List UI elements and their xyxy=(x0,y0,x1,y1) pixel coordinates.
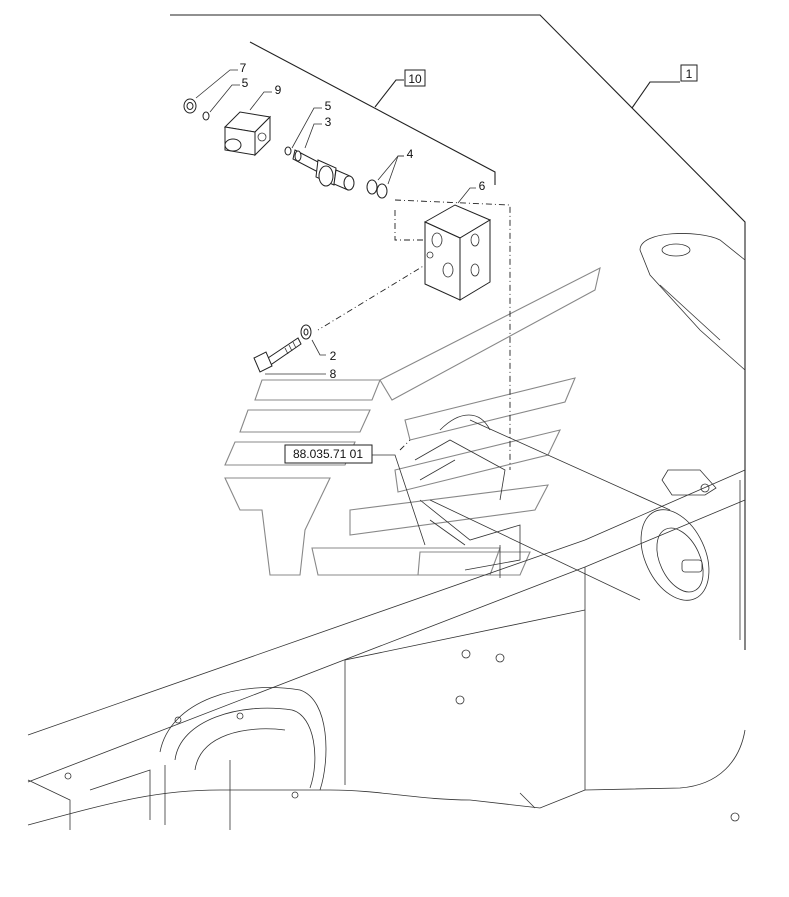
callout-leaders xyxy=(195,69,476,546)
assembly-centerlines xyxy=(317,199,511,470)
callout-10: 10 xyxy=(408,72,422,86)
reference-label-box xyxy=(284,444,373,464)
reference-label: 88.035.71 01 xyxy=(293,447,363,461)
part-5-oring-right xyxy=(284,146,292,156)
callout-5-left: 5 xyxy=(242,76,249,90)
callout-1: 1 xyxy=(686,67,693,81)
callout-7: 7 xyxy=(240,61,247,75)
callout-6: 6 xyxy=(479,179,486,193)
part-8-bolt xyxy=(253,337,302,373)
pivot-cylinder xyxy=(414,414,710,601)
watermark-logo xyxy=(224,266,601,576)
machine-frame xyxy=(27,233,746,830)
part-5-oring-left xyxy=(202,111,210,121)
part-3-fitting xyxy=(292,149,355,191)
callout-10-box xyxy=(404,69,426,87)
callout-labels: 1 10 7 5 9 5 3 4 6 2 8 88.035.71 01 xyxy=(240,61,698,464)
callout-1-box xyxy=(680,64,698,82)
callout-9: 9 xyxy=(275,83,282,97)
callout-8: 8 xyxy=(330,367,337,381)
callout-5-right: 5 xyxy=(325,99,332,113)
part-6-manifold-block xyxy=(423,204,492,301)
assembly-leader-lines xyxy=(170,14,746,650)
callout-4: 4 xyxy=(407,147,414,161)
callout-2: 2 xyxy=(330,349,337,363)
part-7-nut xyxy=(183,98,197,114)
part-4-orings xyxy=(366,179,388,199)
part-9-valve-block xyxy=(223,111,272,157)
callout-3: 3 xyxy=(325,115,332,129)
part-2-washer xyxy=(300,324,312,340)
